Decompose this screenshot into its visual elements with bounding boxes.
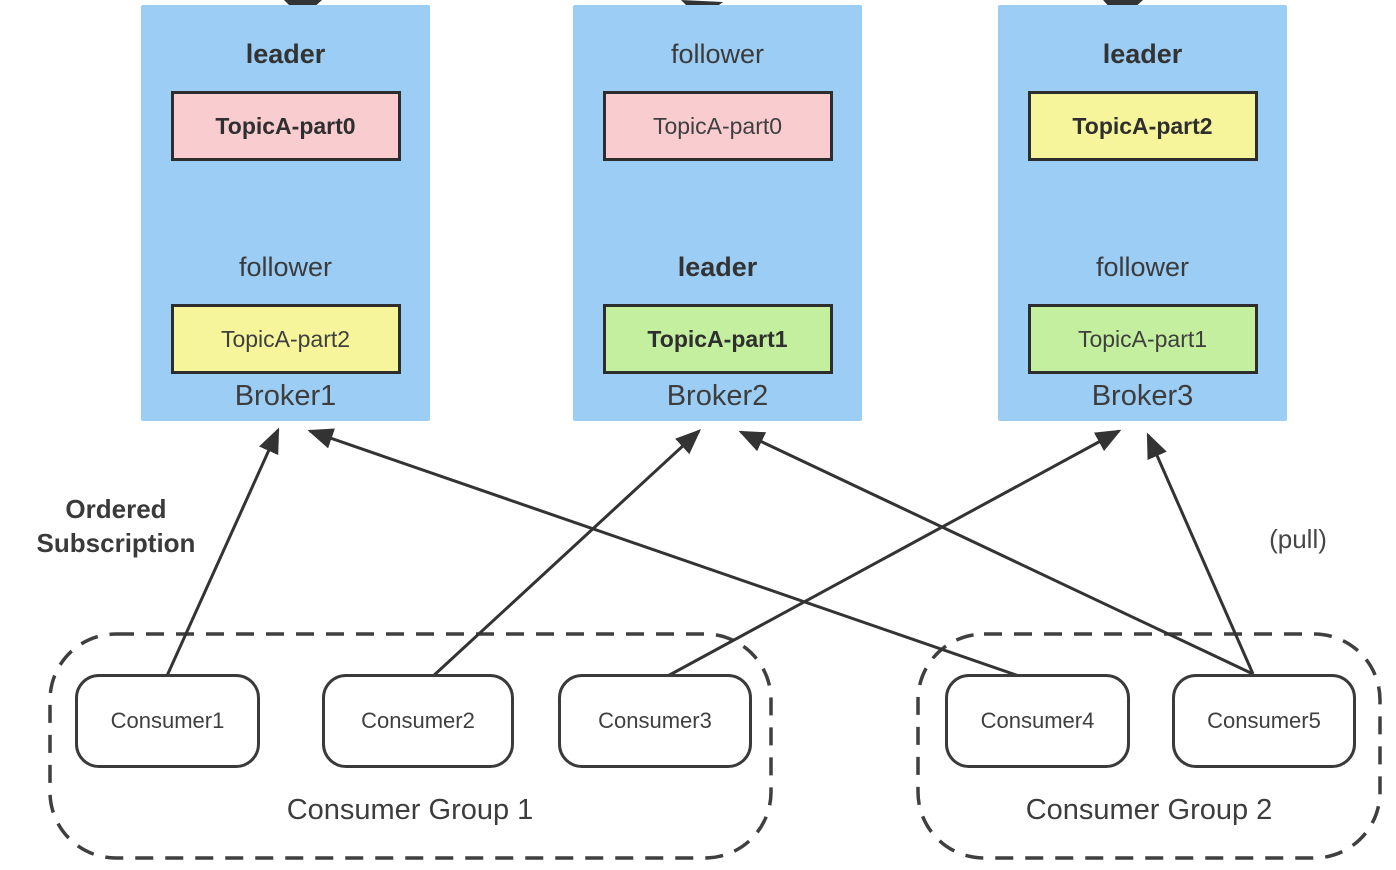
broker3-partition-topica-part2: TopicA-part2 — [1027, 91, 1258, 161]
consumer2-label: Consumer2 — [361, 708, 475, 733]
broker3-slot2-role-label: follower — [1095, 252, 1190, 282]
broker1-partition-topica-part2: TopicA-part2 — [170, 304, 401, 374]
arrow-consumer4-broker1 — [307, 428, 1020, 678]
broker2-slot1-role-label: follower — [670, 39, 765, 69]
consumer5-box: Consumer5 — [1172, 674, 1356, 768]
pull-label: (pull) — [1269, 524, 1327, 554]
consumer-group-1-label: Consumer Group 1 — [286, 794, 534, 826]
broker1-name-label: Broker1 — [234, 380, 337, 412]
consumer3-label: Consumer3 — [598, 708, 712, 733]
broker2-name-label: Broker2 — [666, 380, 769, 412]
broker3-slot1-role-label: leader — [1102, 39, 1183, 69]
broker3-name-label: Broker3 — [1091, 380, 1194, 412]
arrow-consumer5-broker2 — [738, 430, 1254, 676]
consumer2-box: Consumer2 — [322, 674, 514, 768]
broker1-partition-topica-part0: TopicA-part0 — [170, 91, 401, 161]
arrow-consumer3-broker3 — [663, 429, 1122, 680]
broker3-box: leader TopicA-part2 follower TopicA-part… — [998, 5, 1287, 421]
consumer5-label: Consumer5 — [1207, 708, 1321, 733]
consumer-group-2-label: Consumer Group 2 — [1025, 794, 1273, 826]
broker1-box: leader TopicA-part0 follower TopicA-part… — [141, 5, 430, 421]
ordered-subscription-line1: Ordered — [65, 494, 167, 524]
broker2-slot2-role-label: leader — [677, 252, 758, 282]
consumer1-box: Consumer1 — [75, 674, 260, 768]
broker2-partition-topica-part0: TopicA-part0 — [602, 91, 833, 161]
ordered-subscription-label: Ordered Subscription — [18, 492, 214, 560]
consumer1-label: Consumer1 — [110, 708, 225, 733]
consumer3-box: Consumer3 — [558, 674, 752, 768]
broker3-partition-topica-part1: TopicA-part1 — [1027, 304, 1258, 374]
broker1-slot1-role-label: leader — [245, 39, 326, 69]
broker2-box: follower TopicA-part0 leader TopicA-part… — [573, 5, 862, 421]
consumer4-label: Consumer4 — [980, 708, 1095, 733]
ordered-subscription-line2: Subscription — [36, 528, 196, 558]
consumer4-box: Consumer4 — [945, 674, 1130, 768]
arrow-consumer2-broker2 — [429, 429, 701, 680]
broker2-partition-topica-part1: TopicA-part1 — [602, 304, 833, 374]
broker1-slot2-role-label: follower — [238, 252, 333, 282]
